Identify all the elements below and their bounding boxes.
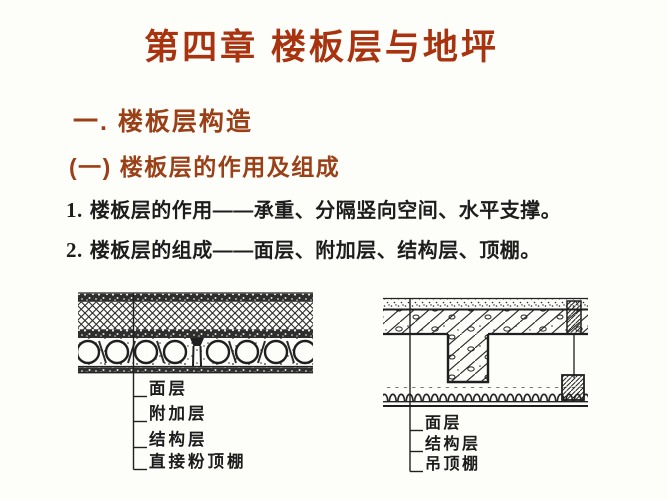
page-title: 第四章 楼板层与地坪 (144, 28, 499, 67)
layer-label-direct-plaster-ceiling: 直接粉顶棚 (149, 451, 247, 471)
floor-section-drawing (78, 292, 313, 374)
list-item-function: 1. 楼板层的作用——承重、分隔竖向空间、水平支撑。 (66, 194, 561, 223)
floor-section-drawing (383, 297, 588, 407)
layer-label-structural: 结构层 (424, 434, 481, 453)
section-heading: 一. 楼板层构造 (73, 108, 253, 136)
structural-layer-band (78, 338, 313, 366)
item-text: 楼板层的组成——面层、附加层、结构层、顶棚。 (89, 240, 541, 262)
layer-label-additional: 附加层 (149, 403, 208, 423)
layer-label-surface: 面层 (149, 379, 188, 398)
leader-lines (409, 298, 423, 473)
ceiling-lath (383, 387, 588, 402)
hanger-embed (566, 300, 582, 335)
layer-label-surface: 面层 (425, 414, 462, 432)
item-number: 1. (66, 198, 83, 222)
subsection-heading: (一) 楼板层的作用及组成 (69, 154, 341, 180)
surface-layer-band (78, 293, 313, 302)
additional-layer-band (78, 301, 313, 330)
hanger-bracket (561, 374, 585, 401)
surface-layer-band (383, 299, 588, 309)
item-text: 楼板层的作用——承重、分隔竖向空间、水平支撑。 (89, 200, 562, 222)
item-number: 2. (66, 238, 83, 262)
figure-floor-suspended-ceiling: 面层 结构层 吊顶棚 (383, 297, 588, 473)
slab-joint (190, 338, 204, 346)
leader-lines (132, 293, 147, 471)
list-item-composition: 2. 楼板层的组成——面层、附加层、结构层、顶棚。 (66, 234, 541, 263)
plaster-ceiling-band (78, 367, 313, 372)
layer-label-suspended-ceiling: 吊顶棚 (425, 454, 481, 473)
figure-floor-direct-plaster: 面层 附加层 结构层 直接粉顶棚 (78, 292, 313, 471)
layer-label-structural: 结构层 (149, 429, 208, 449)
